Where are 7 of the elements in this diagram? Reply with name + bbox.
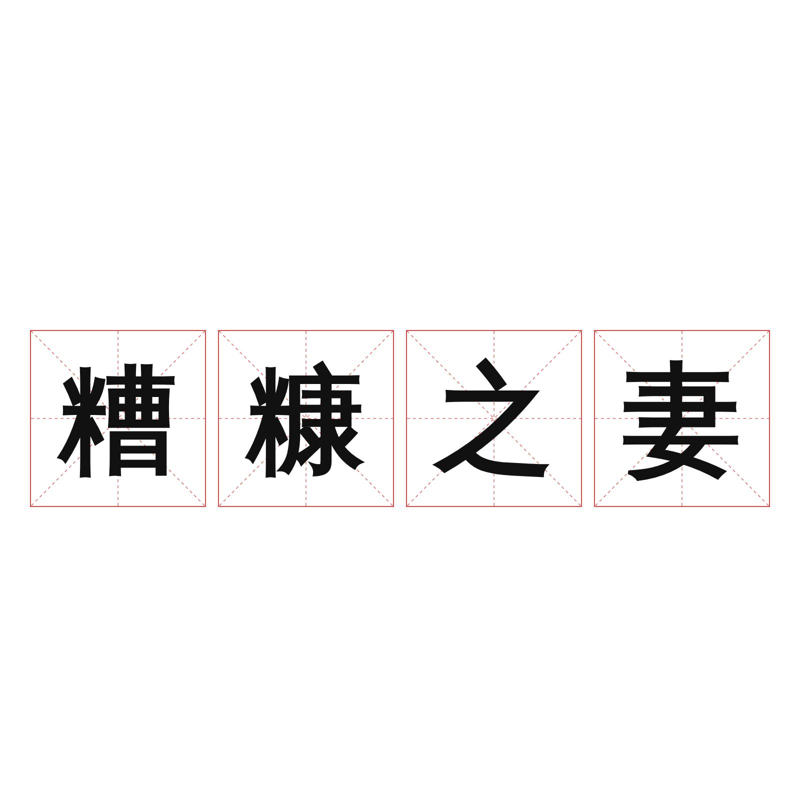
practice-grid-box [30, 330, 206, 507]
practice-grid-box [594, 330, 770, 507]
practice-grid-box [218, 330, 394, 507]
calligraphy-character: 之 [435, 360, 553, 478]
calligraphy-character: 糠 [247, 360, 365, 478]
calligraphy-character: 糟 [59, 360, 177, 478]
practice-grid-box [406, 330, 582, 507]
